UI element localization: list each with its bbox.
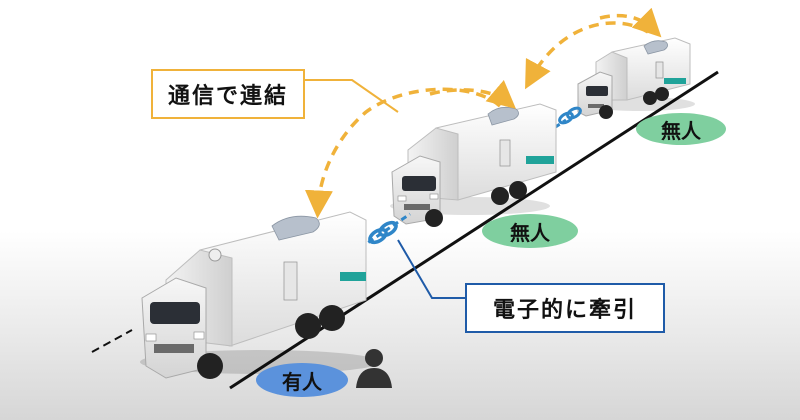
comm-arrow-middle-to-front [599,7,662,38]
manned-badge-text: 有人 [282,369,322,394]
person-silhouette-icon [356,349,392,388]
unmanned-badge-middle-text: 無人 [510,220,550,245]
truck-front-unmanned [577,37,695,119]
electronic-towing-label: 電子的に牽引 [465,283,665,333]
comm-arrow-front-to-middle [525,21,649,90]
electronic-towing-text: 電子的に牽引 [492,298,637,323]
communication-link-label: 通信で連結 [151,69,305,119]
truck-middle-unmanned [390,103,557,227]
unmanned-badge-front: 無人 [636,113,726,145]
comm-label-leader [301,79,399,113]
truck-rear-manned [140,211,380,379]
manned-badge: 有人 [256,363,348,397]
chain-link-icon [359,212,411,250]
unmanned-badge-middle: 無人 [482,214,578,248]
tow-label-leader [397,239,465,299]
comm-arrow-rear-to-middle [429,79,516,109]
road-edge-dashed [91,329,133,353]
communication-link-text: 通信で連結 [167,84,288,109]
unmanned-badge-front-text: 無人 [661,118,701,143]
